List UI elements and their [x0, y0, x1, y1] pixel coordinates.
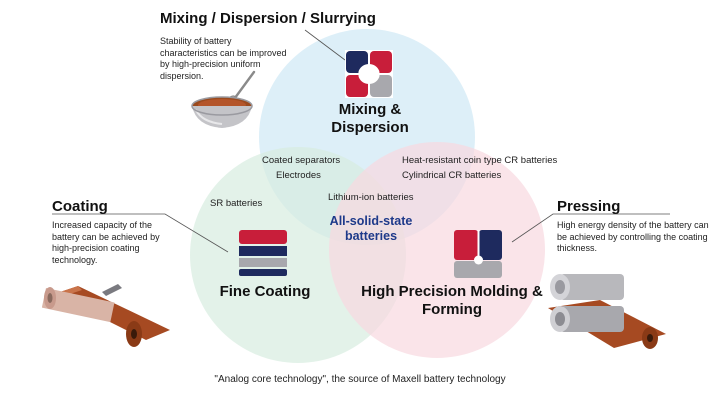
coating-description: Increased capacity of the battery can be… — [52, 220, 160, 265]
footer-caption: "Analog core technology", the source of … — [214, 374, 506, 385]
overlap-coat-mold-item: Lithium-ion batteries — [328, 192, 414, 203]
mixing-description: Stability of battery characteristics can… — [160, 36, 287, 81]
mixing-circle-title: Mixing & Dispersion — [331, 101, 409, 136]
molding-circle — [329, 142, 545, 358]
coating-roll-icon — [42, 284, 170, 347]
molding-icon — [454, 230, 502, 278]
pressing-leader-line — [511, 213, 670, 243]
coating-circle-title: Fine Coating — [219, 283, 311, 300]
overlap-mix-coat-item: Coated separators — [262, 155, 341, 166]
overlap-mix-coat-item: Electrodes — [276, 170, 321, 181]
pressing-description: High energy density of the battery can b… — [557, 220, 709, 253]
coating-heading: Coating — [52, 198, 108, 215]
mixing-heading: Mixing / Dispersion / Slurrying — [160, 10, 376, 27]
mixing-leader-line — [304, 29, 346, 61]
overlap-mix-mold-item: Heat-resistant coin type CR batteries — [402, 155, 558, 166]
mixing-icon — [345, 50, 393, 98]
pressing-rollers-icon — [548, 274, 666, 349]
overlap-mix-mold-item: Cylindrical CR batteries — [402, 170, 502, 181]
pressing-heading: Pressing — [557, 198, 621, 215]
mixing-bowl-icon — [191, 70, 256, 128]
coating-icon — [239, 230, 287, 276]
center-overlap-label: All-solid-state batteries — [329, 214, 413, 243]
coating-only-item: SR batteries — [210, 198, 263, 209]
molding-circle-title: High Precision Molding & Forming — [361, 283, 543, 318]
coating-leader-line — [52, 213, 229, 253]
